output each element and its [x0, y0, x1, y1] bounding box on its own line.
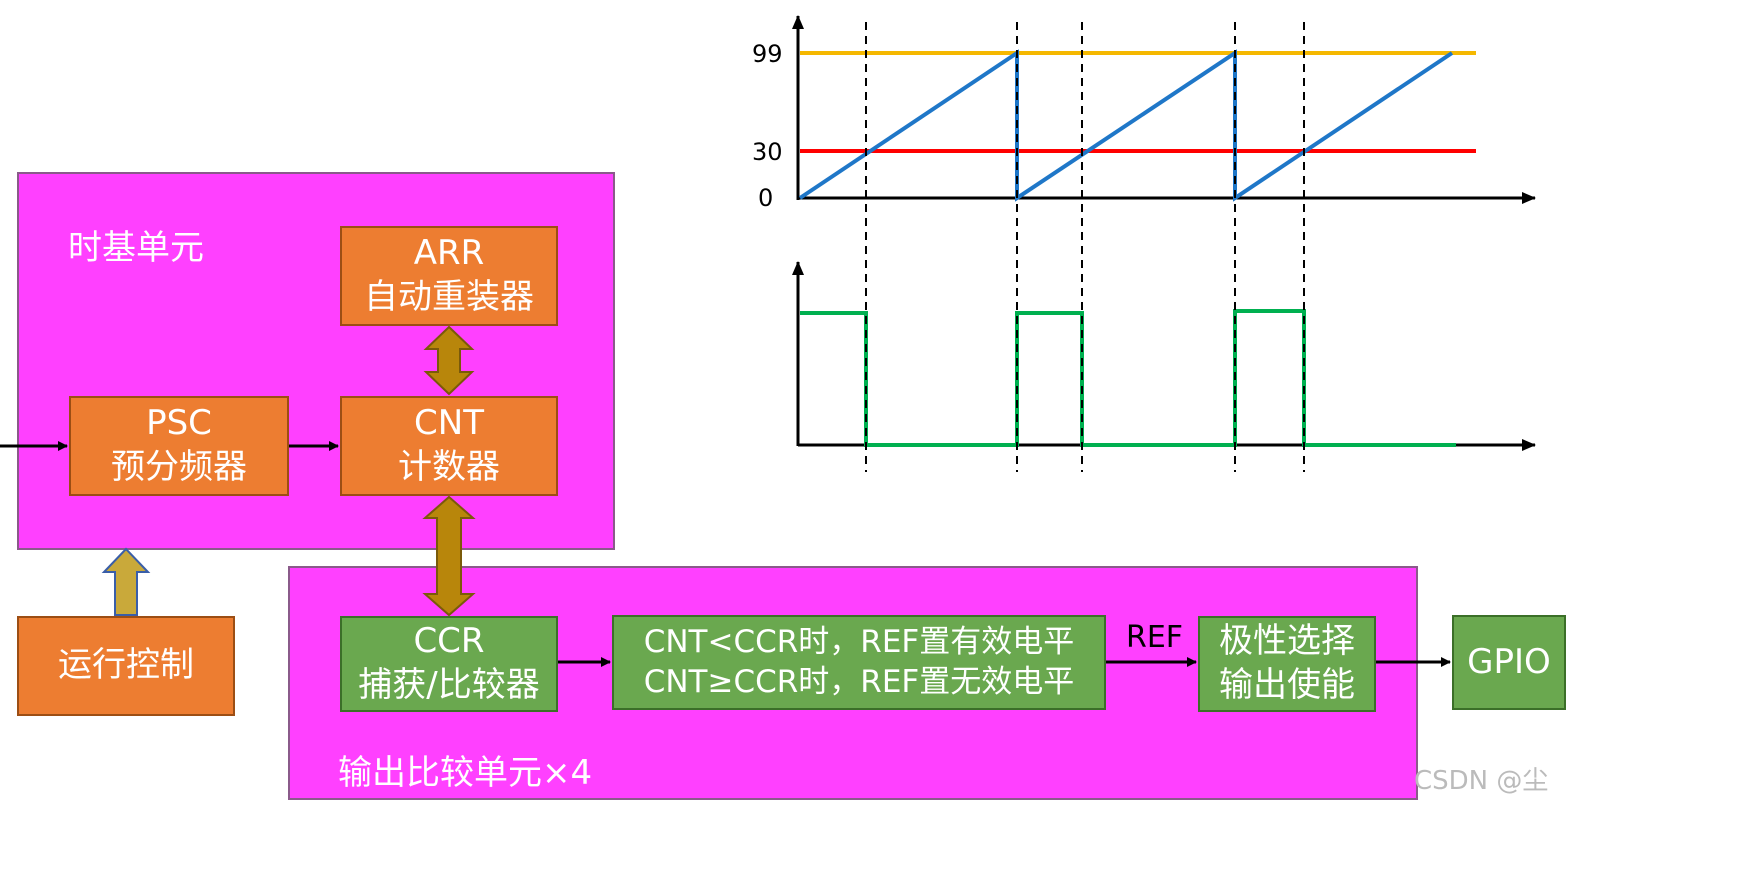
psc-label: PSC	[146, 403, 212, 444]
run-control-box: 运行控制	[17, 616, 235, 716]
compare-rule-box: CNT<CCR时，REF置有效电平 CNT≥CCR时，REF置无效电平	[612, 615, 1106, 710]
run-control-label: 运行控制	[58, 645, 194, 686]
psc-box: PSC 预分频器	[69, 396, 289, 496]
arr-box: ARR 自动重装器	[340, 226, 558, 326]
counter-sawtooth-line	[798, 49, 1454, 202]
ccr-box: CCR 捕获/比较器	[340, 616, 558, 712]
cnt-ccr-double-arrow	[422, 495, 476, 617]
compare-rule-line2: CNT≥CCR时，REF置无效电平	[643, 663, 1075, 700]
polarity-sublabel: 输出使能	[1219, 665, 1355, 705]
time-markers	[865, 22, 1305, 472]
cnt-label: CNT	[414, 403, 484, 444]
y-tick-99: 99	[752, 40, 783, 68]
ccr-sublabel: 捕获/比较器	[358, 665, 540, 705]
gpio-box: GPIO	[1452, 615, 1566, 710]
time-base-title: 时基单元	[68, 228, 204, 268]
y-tick-30: 30	[752, 138, 783, 166]
ref-output-waveform	[800, 309, 1456, 447]
watermark: CSDN @尘	[1414, 766, 1549, 796]
ref-label: REF	[1126, 620, 1184, 655]
cnt-box: CNT 计数器	[340, 396, 558, 496]
cnt-sublabel: 计数器	[398, 447, 500, 487]
compare-rule-line1: CNT<CCR时，REF置有效电平	[643, 623, 1075, 660]
output-compare-title: 输出比较单元×4	[338, 753, 593, 793]
psc-sublabel: 预分频器	[111, 447, 247, 487]
run-control-up-arrow	[101, 547, 151, 616]
y-tick-0: 0	[758, 184, 773, 212]
arr-label: ARR	[413, 233, 485, 274]
ccr-label: CCR	[413, 621, 485, 662]
arr-sublabel: 自动重装器	[364, 277, 534, 317]
polarity-label: 极性选择	[1219, 621, 1355, 662]
arr-cnt-double-arrow	[423, 325, 475, 396]
gpio-label: GPIO	[1467, 641, 1551, 682]
polarity-box: 极性选择 输出使能	[1198, 616, 1376, 712]
